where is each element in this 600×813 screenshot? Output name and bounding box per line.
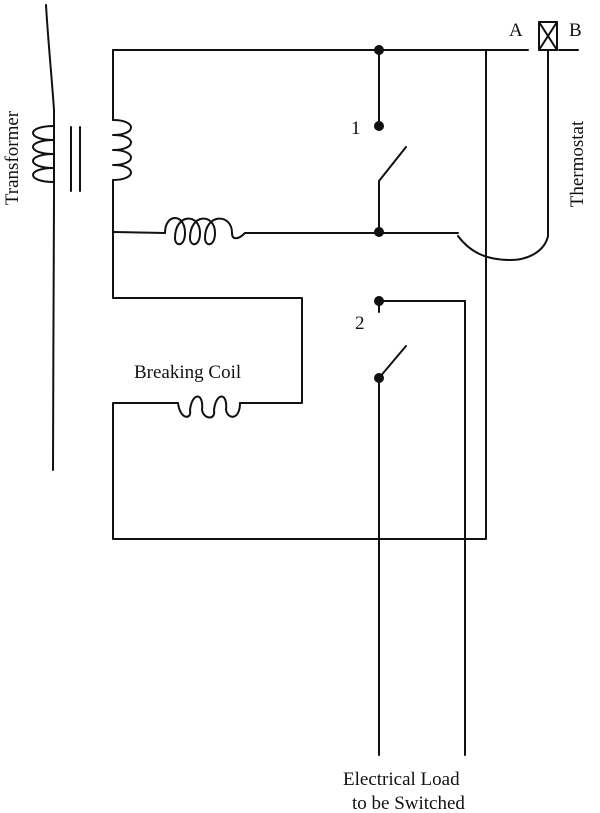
holding-coil-wire	[112, 217, 459, 246]
terminal-b-label: B	[569, 20, 582, 41]
load-label-line1: Electrical Load	[343, 769, 460, 790]
load-leads	[378, 300, 466, 756]
transformer-primary	[32, 4, 55, 471]
switch-1	[374, 45, 407, 237]
load-label-line2: to be Switched	[352, 793, 465, 813]
switch-2-label: 2	[355, 313, 365, 334]
switch-1-label: 1	[351, 118, 361, 139]
transformer-secondary	[112, 49, 132, 299]
terminal-a-label: A	[509, 20, 523, 41]
thermostat-label: Thermostat	[567, 120, 588, 208]
breaking-coil-label: Breaking Coil	[134, 362, 242, 383]
transformer-label: Transformer	[2, 110, 23, 206]
thermostat-element	[457, 21, 558, 261]
switch-2	[374, 296, 466, 383]
breaking-coil-loop	[112, 49, 487, 540]
transformer-core	[70, 126, 81, 192]
